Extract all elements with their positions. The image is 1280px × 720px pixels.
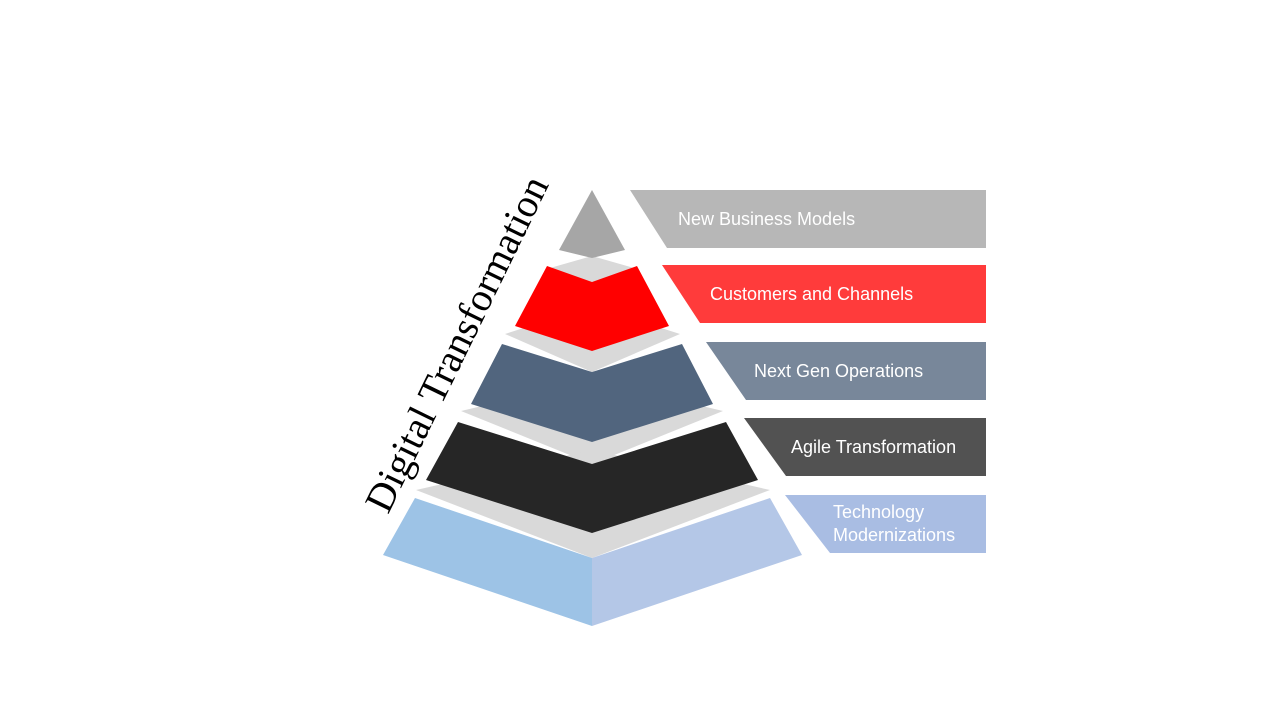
band-label: Customers and Channels [710,284,913,304]
band-label: New Business Models [678,209,855,229]
band-customers-and-channels: Customers and Channels [662,265,986,323]
band-label-line-1: Technology [833,502,924,522]
band-agile-transformation: Agile Transformation [744,418,986,476]
pyramid-tier-1 [559,190,625,258]
band-new-business-models: New Business Models [630,190,986,248]
band-technology-modernizations: Technology Modernizations [785,495,986,553]
band-shape [630,190,986,248]
band-shape [744,418,986,476]
band-shape [785,495,986,553]
band-shape [706,342,986,400]
pyramid-tier-3 [471,344,713,442]
pyramid-tiers [383,190,802,626]
pyramid-tier-5-left-face [383,498,592,626]
band-label: Agile Transformation [791,437,956,457]
band-shape [662,265,986,323]
band-label: Next Gen Operations [754,361,923,381]
separator-1 [550,256,634,282]
band-label-line-2: Modernizations [833,525,955,545]
label-bands: New Business Models Customers and Channe… [630,190,986,553]
pyramid-tier-4 [426,422,758,533]
pyramid-tier-2 [515,266,669,351]
band-next-gen-operations: Next Gen Operations [706,342,986,400]
pyramid-tier-5-right-face [592,498,802,626]
